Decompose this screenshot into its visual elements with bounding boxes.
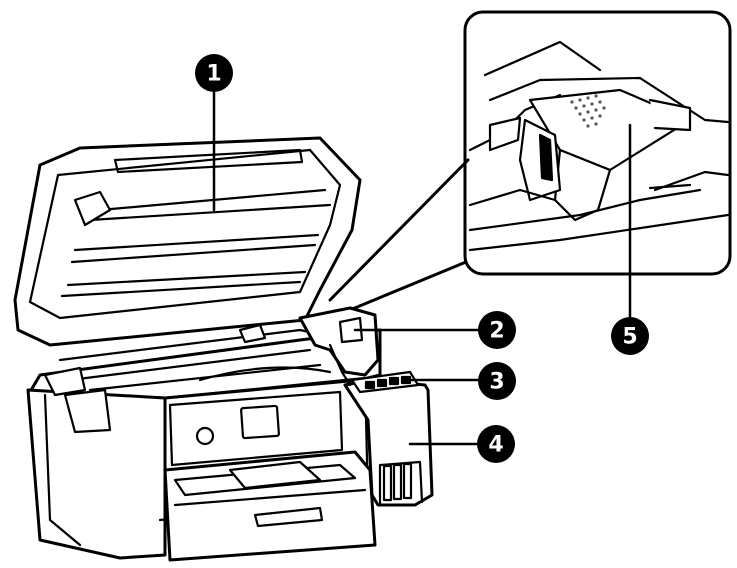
callout-number: 4 (488, 433, 503, 458)
scanner-lid (13, 136, 362, 347)
callout-circle (478, 311, 516, 349)
callout-5: 5 (611, 317, 649, 355)
ink-tank-unit (343, 370, 434, 507)
ink-tank-cover (298, 306, 380, 387)
zoom-inset (328, 10, 732, 314)
printer-body (26, 323, 382, 562)
callout-4: 4 (477, 425, 515, 463)
callout-circle (611, 317, 649, 355)
callout-circle (195, 54, 233, 92)
callout-1: 1 (195, 54, 233, 92)
callout-number: 3 (489, 370, 504, 395)
leader-lines (212, 89, 632, 446)
callout-circle (477, 425, 515, 463)
callout-3: 3 (478, 362, 516, 400)
callout-number: 2 (489, 319, 504, 344)
callout-2: 2 (478, 311, 516, 349)
callout-circle (478, 362, 516, 400)
vent-dots (570, 94, 606, 128)
callout-number: 5 (622, 325, 637, 350)
callout-number: 1 (206, 62, 221, 87)
